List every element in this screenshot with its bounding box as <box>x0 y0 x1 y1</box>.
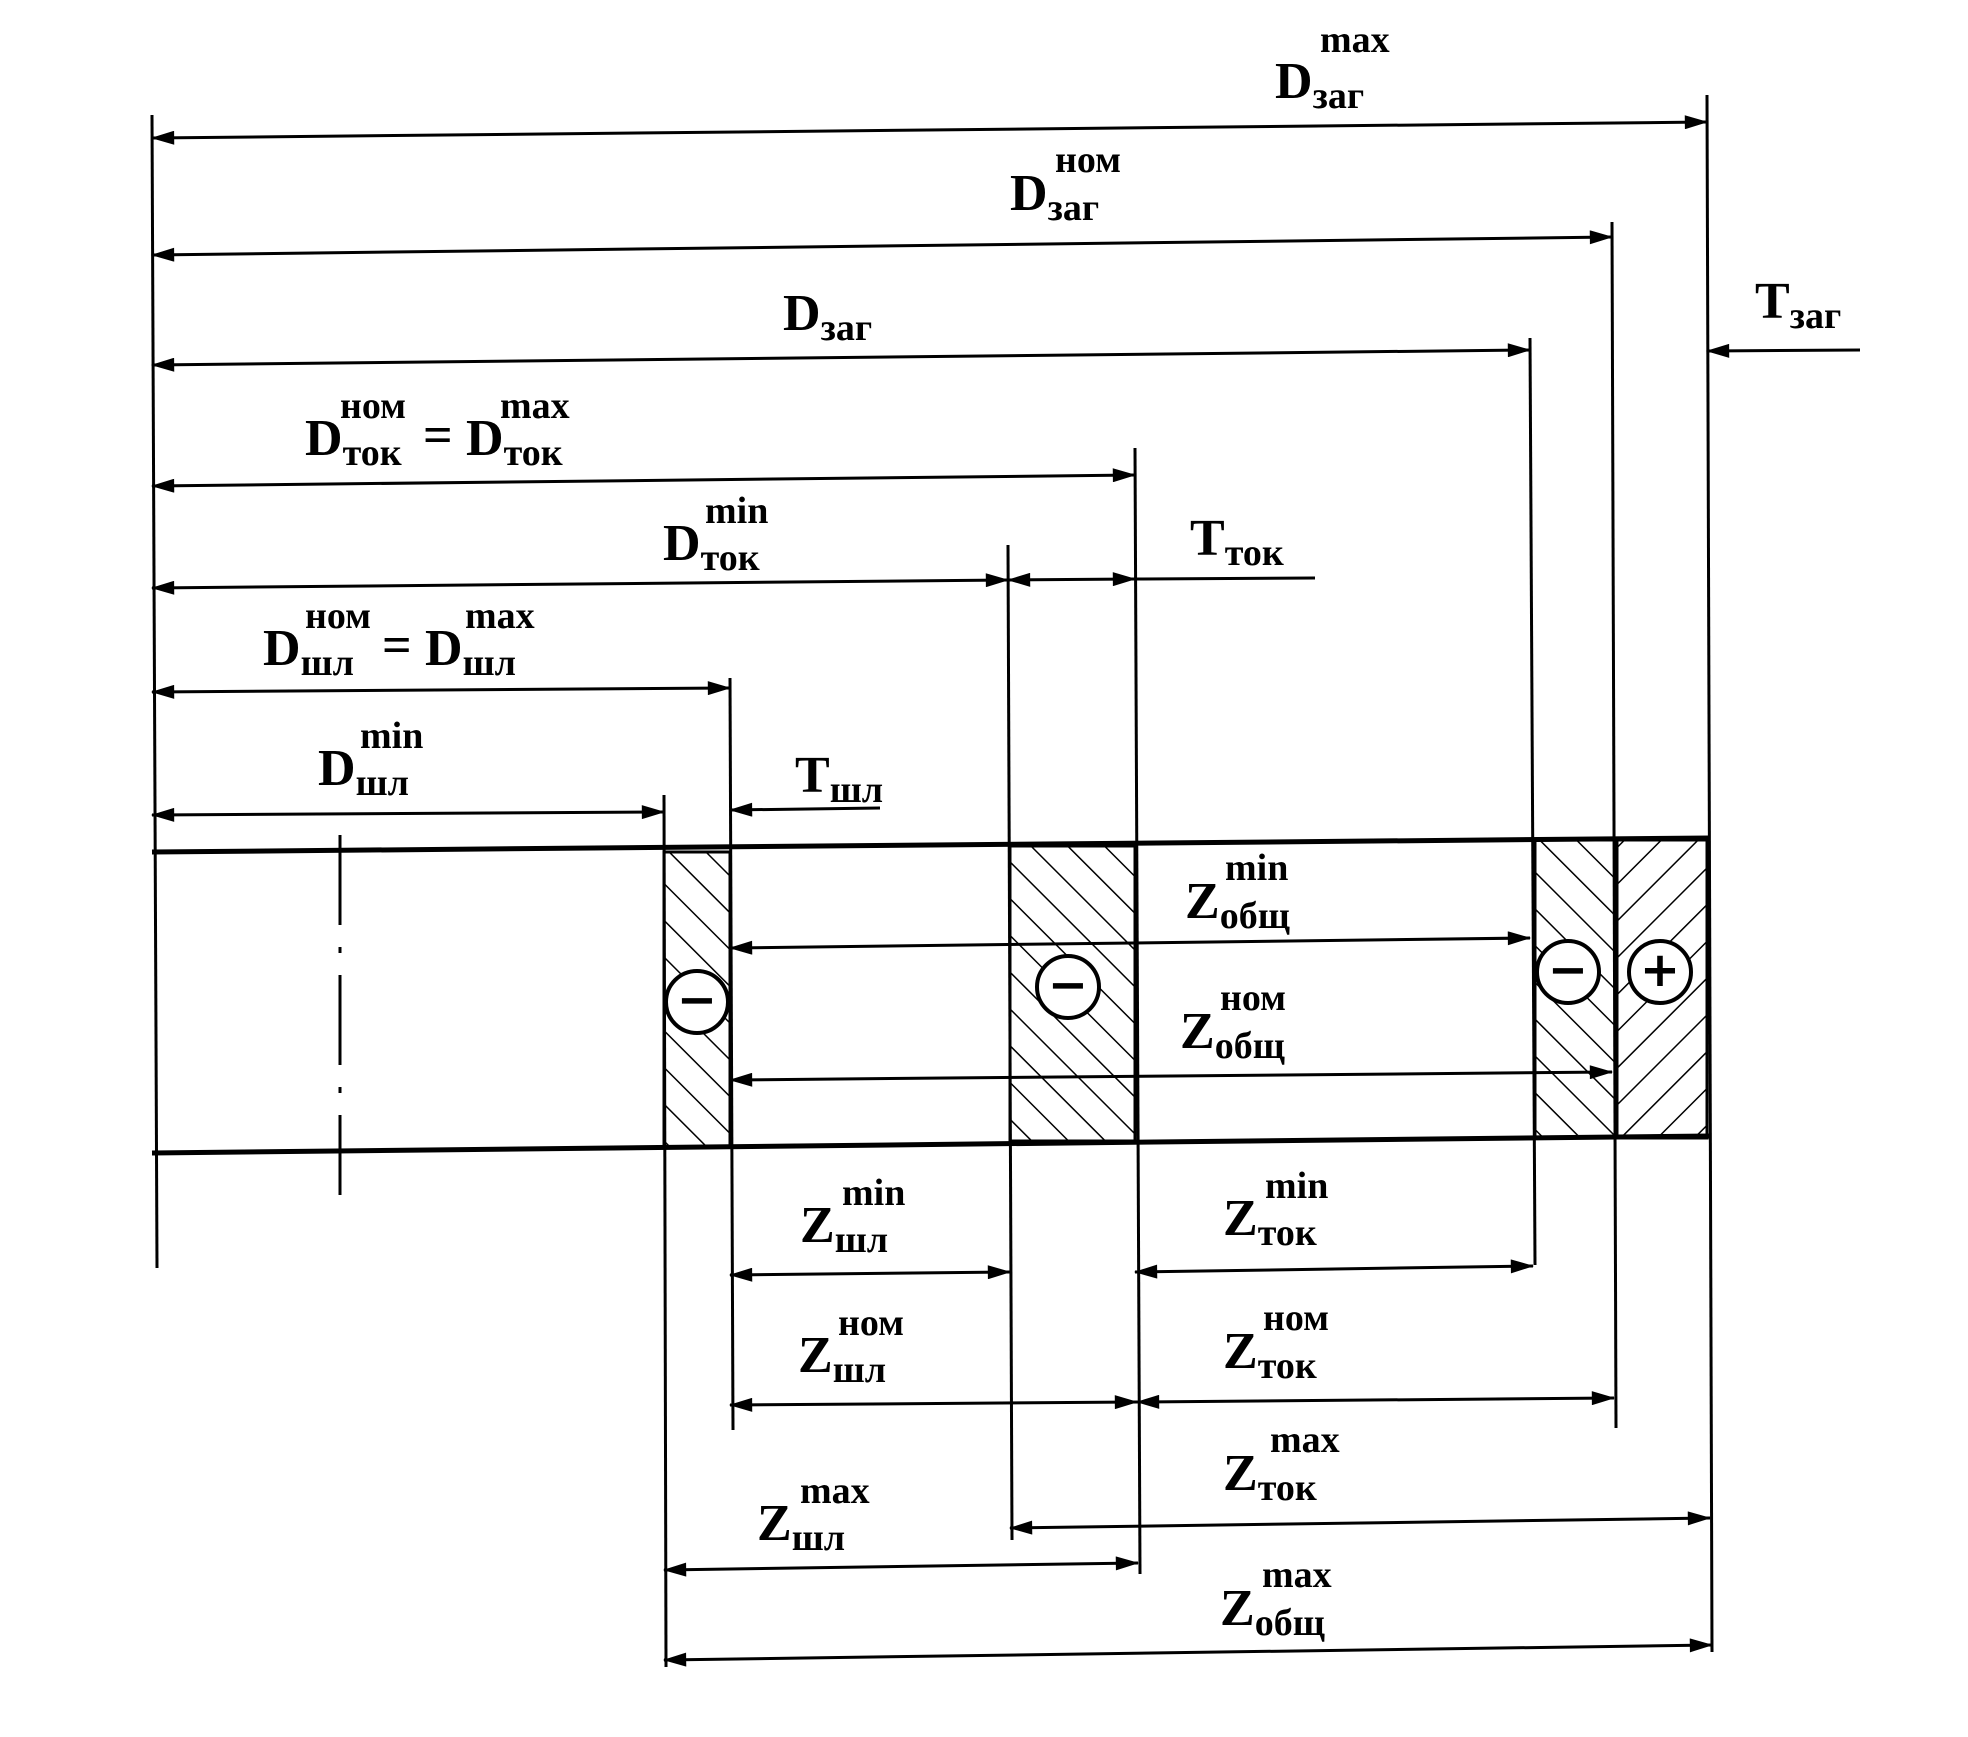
label-z-obsh-max: Zобщmax <box>1220 1554 1332 1644</box>
label-z-tok-max: Zтокmax <box>1223 1419 1340 1509</box>
label-z-shl-min: Zшлmin <box>800 1172 905 1261</box>
labels: Dзагmax Dзагном Dзаг Tзаг Dтокном = Dток… <box>263 19 1841 1644</box>
dim-d-tok-max <box>150 468 1137 493</box>
dim-z-tok-min <box>1133 1259 1535 1279</box>
label-d-zag: Dзаг <box>783 285 872 349</box>
minus-icon: − <box>677 972 717 1028</box>
minus-icon: − <box>1048 957 1088 1013</box>
label-equals-tok: = <box>423 407 453 464</box>
part-top-surface <box>151 835 1711 855</box>
ext-zag-nom <box>1610 221 1618 1429</box>
dim-z-tok-max <box>1008 1511 1712 1535</box>
dim-z-shl-nom <box>728 1395 1139 1412</box>
dim-d-shl-max <box>150 681 732 699</box>
zone-signs: − − − + <box>664 939 1693 1035</box>
ext-shl-min <box>662 794 668 1668</box>
dim-d-tok-min <box>150 573 1010 595</box>
label-d-shl-min: Dшлmin <box>318 715 423 804</box>
ext-tok-min <box>1006 544 1014 1541</box>
sign-circle-zag-upper <box>1627 939 1693 1005</box>
label-z-shl-max: Zшлmax <box>757 1470 870 1559</box>
label-d-shl-max: Dшлmax <box>425 595 535 684</box>
dim-z-shl-min <box>728 1265 1012 1282</box>
sign-circle-zag-lower <box>1535 939 1601 1005</box>
label-z-shl-nom: Zшлном <box>798 1302 904 1391</box>
label-d-shl-nom: Dшлном <box>263 595 371 684</box>
plus-icon: + <box>1640 942 1680 998</box>
dim-d-zag-nom <box>150 230 1614 262</box>
sign-circle-tok <box>1035 954 1101 1020</box>
dim-z-obsh-min <box>728 931 1532 955</box>
label-equals-shl: = <box>382 617 412 674</box>
dim-z-tok-nom <box>1135 1391 1616 1409</box>
dim-t-tok <box>1006 572 1137 587</box>
label-z-tok-min: Zтокmin <box>1223 1165 1328 1254</box>
label-d-tok-min: Dтокmin <box>663 490 768 579</box>
ext-tok-max <box>1133 447 1142 1575</box>
dim-t-tok-leader <box>1134 576 1316 581</box>
label-z-tok-nom: Zтокном <box>1223 1297 1329 1387</box>
label-t-zag: Tзаг <box>1755 273 1841 337</box>
label-z-obsh-min: Zобщmin <box>1185 847 1290 937</box>
dimension-lines <box>150 115 1861 1667</box>
part-outline <box>151 835 1711 1156</box>
dim-t-zag-leader <box>1705 343 1861 358</box>
dim-z-obsh-nom <box>728 1065 1614 1087</box>
label-d-zag-max: Dзагmax <box>1275 19 1390 117</box>
ext-shl-max <box>728 677 735 1431</box>
dim-d-shl-min <box>150 805 666 822</box>
label-d-zag-nom: Dзагном <box>1010 139 1121 229</box>
label-t-shl: Tшл <box>795 747 883 811</box>
label-t-tok: Tток <box>1190 510 1284 574</box>
label-z-obsh-nom: Zобщном <box>1180 977 1286 1067</box>
label-d-tok-nom: Dтокном <box>305 385 406 474</box>
dim-z-obsh-max <box>662 1638 1714 1667</box>
ext-zag-min <box>1528 337 1537 1266</box>
part-bottom-surface <box>151 1133 1711 1156</box>
minus-icon: − <box>1548 942 1588 998</box>
dim-t-shl-leader <box>728 802 881 817</box>
sign-circle-shl <box>664 969 730 1035</box>
dim-z-shl-max <box>662 1556 1140 1577</box>
dim-d-zag <box>150 343 1532 372</box>
dim-d-zag-max <box>150 115 1709 145</box>
extension-lines <box>150 94 1714 1668</box>
label-d-tok-max: Dтокmax <box>466 385 570 474</box>
